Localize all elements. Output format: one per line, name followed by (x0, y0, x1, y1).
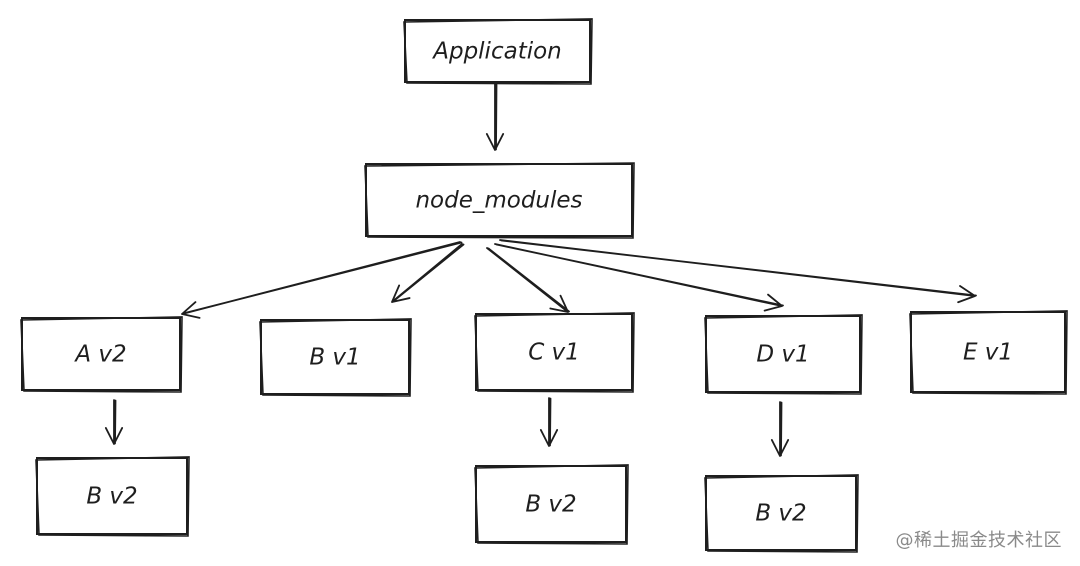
watermark-text: @稀土掘金技术社区 (895, 530, 1062, 551)
node-label: B v2 (525, 492, 576, 518)
arrow-d_v1-to-d_b_v2 (770, 401, 790, 457)
node-label: node_modules (415, 188, 582, 214)
arrow-application-to-node_modules (485, 83, 505, 151)
node-a-b-v2: B v2 (35, 456, 190, 537)
node-d-b-v2: B v2 (704, 474, 859, 553)
node-a-v2: A v2 (20, 316, 183, 393)
node-application: Application (403, 18, 593, 85)
nodes-layer: Application node_modules A v2 B v1 C v1 D v1 E… (20, 18, 1068, 553)
node-label: A v2 (73, 342, 126, 368)
node-d-v1: D v1 (704, 314, 863, 395)
node-label: Application (431, 39, 562, 65)
node-label: E v1 (963, 340, 1013, 366)
edges-layer (104, 83, 977, 457)
node-e-v1: E v1 (909, 310, 1068, 395)
arrow-node_modules-to-a_v2 (181, 241, 463, 319)
arrow-a_v2-to-a_b_v2 (104, 399, 124, 445)
node-label: B v1 (309, 345, 360, 371)
node-c-v1: C v1 (474, 312, 635, 393)
node-node-modules: node_modules (364, 162, 635, 239)
node-label: C v1 (528, 340, 580, 366)
node-label: D v1 (756, 342, 809, 368)
node-label: B v2 (755, 501, 806, 527)
node-b-v1: B v1 (259, 318, 412, 397)
arrow-node_modules-to-d_v1 (494, 243, 784, 312)
node-label: B v2 (86, 484, 137, 510)
node-c-b-v2: B v2 (474, 464, 629, 545)
arrow-c_v1-to-c_b_v2 (539, 397, 559, 447)
arrow-node_modules-to-e_v1 (499, 239, 977, 304)
arrow-node_modules-to-c_v1 (486, 247, 570, 313)
arrow-node_modules-to-b_v1 (391, 243, 465, 303)
